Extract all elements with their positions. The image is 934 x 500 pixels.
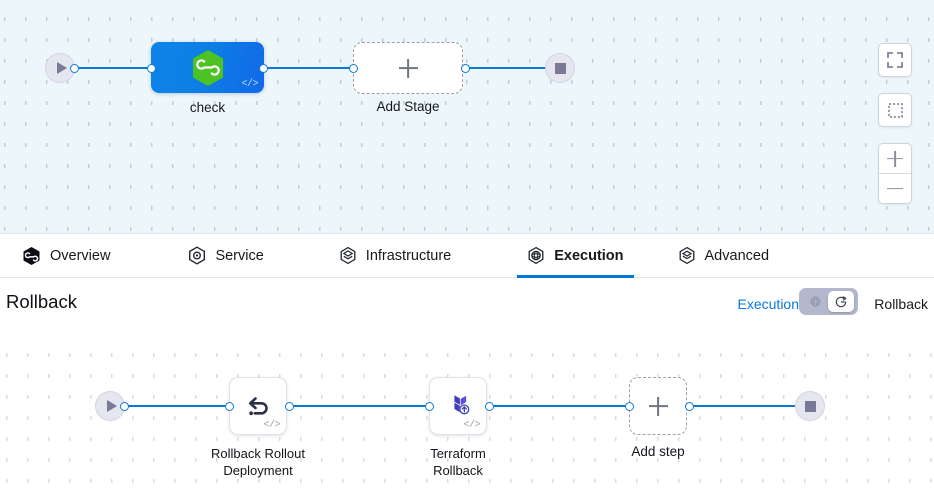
port-start-out[interactable] <box>70 63 79 73</box>
tab-overview[interactable]: Overview <box>12 234 120 277</box>
select-area-icon <box>887 102 903 118</box>
step-node-rollback-rollout-deployment[interactable]: </> <box>229 377 287 435</box>
zoom-controls[interactable] <box>878 143 912 204</box>
stop-icon <box>804 400 816 412</box>
tab-overview-label: Overview <box>50 247 111 264</box>
advanced-layers-icon <box>679 246 694 265</box>
stage-canvas[interactable]: </> check Add Stage <box>0 0 934 233</box>
port-check-in[interactable] <box>147 63 156 73</box>
port-step2-in[interactable] <box>425 401 434 411</box>
port-addstep-in[interactable] <box>625 401 634 411</box>
execution-mode-link[interactable]: Execution <box>737 296 799 312</box>
add-stage-label: Add Stage <box>376 99 440 114</box>
port-step1-out[interactable] <box>285 401 294 411</box>
tab-infrastructure[interactable]: Infrastructure <box>329 234 461 277</box>
edge-start-to-step1 <box>124 405 228 407</box>
step-label-rollback-rollout-deployment: Rollback Rollout Deployment <box>211 446 305 478</box>
port-addstage-in[interactable] <box>349 63 358 73</box>
port-step2-out[interactable] <box>485 401 494 411</box>
toggle-segment-rollback[interactable] <box>828 291 854 312</box>
play-icon <box>106 400 117 412</box>
overview-hexagon-icon <box>23 246 40 265</box>
stage-node-check[interactable]: </> <box>151 42 264 93</box>
tab-service[interactable]: Service <box>178 234 273 277</box>
edge-addstep-to-end <box>688 405 806 407</box>
zoom-out-icon <box>887 181 903 197</box>
port-addstage-out[interactable] <box>461 63 470 73</box>
tab-advanced[interactable]: Advanced <box>668 234 780 277</box>
code-icon: </> <box>263 420 280 431</box>
add-step-label: Add step <box>631 444 685 459</box>
rollback-canvas[interactable]: </> Rollback Rollout Deployment </> Terr… <box>0 336 934 500</box>
end-node[interactable] <box>545 53 575 83</box>
zoom-in-icon <box>887 151 903 167</box>
rollback-header: Rollback Execution Rollback <box>0 278 934 336</box>
port-start-out[interactable] <box>120 401 129 411</box>
plus-icon <box>399 59 418 78</box>
tab-execution-label: Execution <box>554 247 624 264</box>
play-icon <box>56 62 67 74</box>
edge-start-to-check <box>74 67 156 69</box>
zoom-in-button[interactable] <box>879 144 911 173</box>
page-title: Rollback <box>6 291 77 312</box>
fit-to-screen-icon <box>887 52 903 68</box>
execution-icon <box>810 296 820 307</box>
tab-service-label: Service <box>215 247 264 264</box>
edge-check-to-addstage <box>262 67 358 69</box>
tab-execution[interactable]: Execution <box>517 234 634 278</box>
end-node[interactable] <box>795 391 825 421</box>
stage-tab-bar[interactable]: Overview Service Infrastructure <box>0 233 934 278</box>
code-icon: </> <box>463 420 480 431</box>
add-stage-button[interactable] <box>353 42 463 94</box>
step-label-terraform-rollback: Terraform Rollback <box>430 446 486 478</box>
service-target-icon <box>189 246 206 265</box>
edge-step1-to-step2 <box>288 405 488 407</box>
port-step1-in[interactable] <box>225 401 234 411</box>
toggle-segment-execution[interactable] <box>802 291 828 312</box>
tab-infrastructure-label: Infrastructure <box>365 247 452 264</box>
add-step-button[interactable] <box>629 377 687 435</box>
terraform-icon <box>454 395 470 415</box>
fit-to-screen-button[interactable] <box>878 43 912 77</box>
infrastructure-layers-icon <box>340 246 356 265</box>
tab-advanced-label: Advanced <box>704 247 770 264</box>
step-node-terraform-rollback[interactable]: </> <box>429 377 487 435</box>
code-icon: </> <box>241 79 258 90</box>
zoom-out-button[interactable] <box>879 173 911 203</box>
plus-icon <box>649 397 668 416</box>
execution-icon <box>528 246 544 265</box>
edge-addstage-to-end <box>460 67 556 69</box>
port-check-out[interactable] <box>259 63 268 73</box>
grid-dots-top <box>0 0 934 233</box>
select-area-button[interactable] <box>878 93 912 127</box>
undo-arrow-icon <box>248 397 268 416</box>
execution-rollback-toggle[interactable] <box>799 288 858 315</box>
rollback-mode-label: Rollback <box>874 296 928 312</box>
stage-label-check: check <box>189 100 226 115</box>
rollback-clock-icon <box>835 295 847 307</box>
harness-hexagon-icon <box>192 49 223 86</box>
port-addstep-out[interactable] <box>685 401 694 411</box>
stop-icon <box>554 62 566 74</box>
edge-step2-to-addstep <box>489 405 629 407</box>
